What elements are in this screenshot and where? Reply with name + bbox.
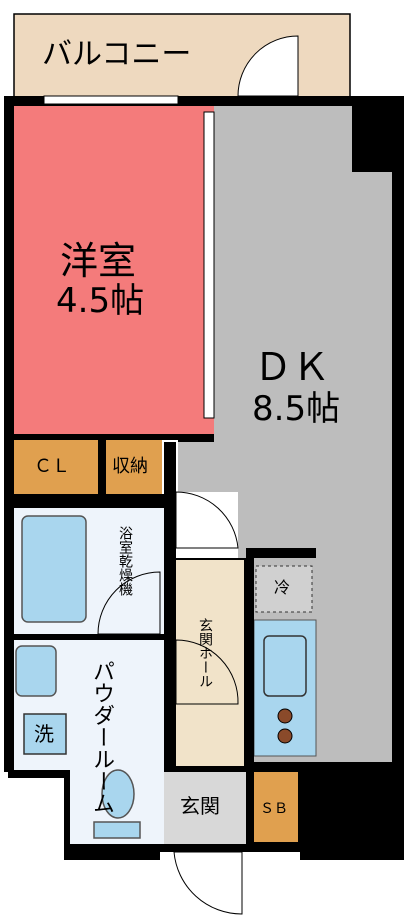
closet-label: ＣＬ bbox=[34, 456, 70, 477]
shoe-box-label: ＳＢ bbox=[260, 801, 288, 817]
shoe-box bbox=[254, 772, 298, 842]
entrance-label: 玄関 bbox=[180, 794, 220, 818]
wash-basin-icon bbox=[15, 645, 57, 697]
bathroom-label: 浴室乾燥機 bbox=[117, 526, 133, 596]
washer-icon bbox=[23, 713, 67, 755]
dk-name: ＤＫ bbox=[254, 345, 331, 389]
fridge-label: 冷 bbox=[274, 578, 291, 597]
storage-label: 収納 bbox=[112, 456, 148, 477]
washer-label: 洗 bbox=[34, 722, 54, 746]
hall-door-swing-2 bbox=[175, 639, 239, 705]
hall-door-swing bbox=[175, 491, 239, 549]
stove-burner-icon bbox=[277, 728, 293, 744]
powder-room-label: パウダールーム bbox=[89, 660, 114, 814]
sink bbox=[263, 635, 307, 697]
closet-floor bbox=[14, 440, 98, 494]
toilet-tank-icon bbox=[93, 821, 141, 839]
balcony-window bbox=[43, 95, 179, 105]
toilet-icon bbox=[101, 769, 135, 819]
entrance-hall-label: 玄関ホール bbox=[197, 618, 213, 688]
bathtub-icon bbox=[21, 515, 87, 623]
western-room-name: 洋室 bbox=[60, 239, 137, 283]
entrance-door-swing bbox=[173, 851, 243, 915]
storage-floor bbox=[106, 440, 162, 494]
dk-floor bbox=[178, 106, 392, 762]
dk-size: 8.5帖 bbox=[252, 389, 341, 429]
western-room-floor bbox=[14, 106, 214, 434]
interior-walls bbox=[8, 434, 316, 852]
balcony-label: バルコニー bbox=[42, 37, 192, 72]
sliding-partition bbox=[203, 111, 215, 419]
bath-door-swing bbox=[97, 571, 161, 635]
balcony-door-swing bbox=[237, 35, 299, 97]
fridge-space bbox=[255, 565, 313, 613]
entrance-floor bbox=[164, 772, 246, 844]
stove-burner-icon bbox=[277, 708, 293, 724]
western-room-size: 4.5帖 bbox=[56, 281, 145, 321]
